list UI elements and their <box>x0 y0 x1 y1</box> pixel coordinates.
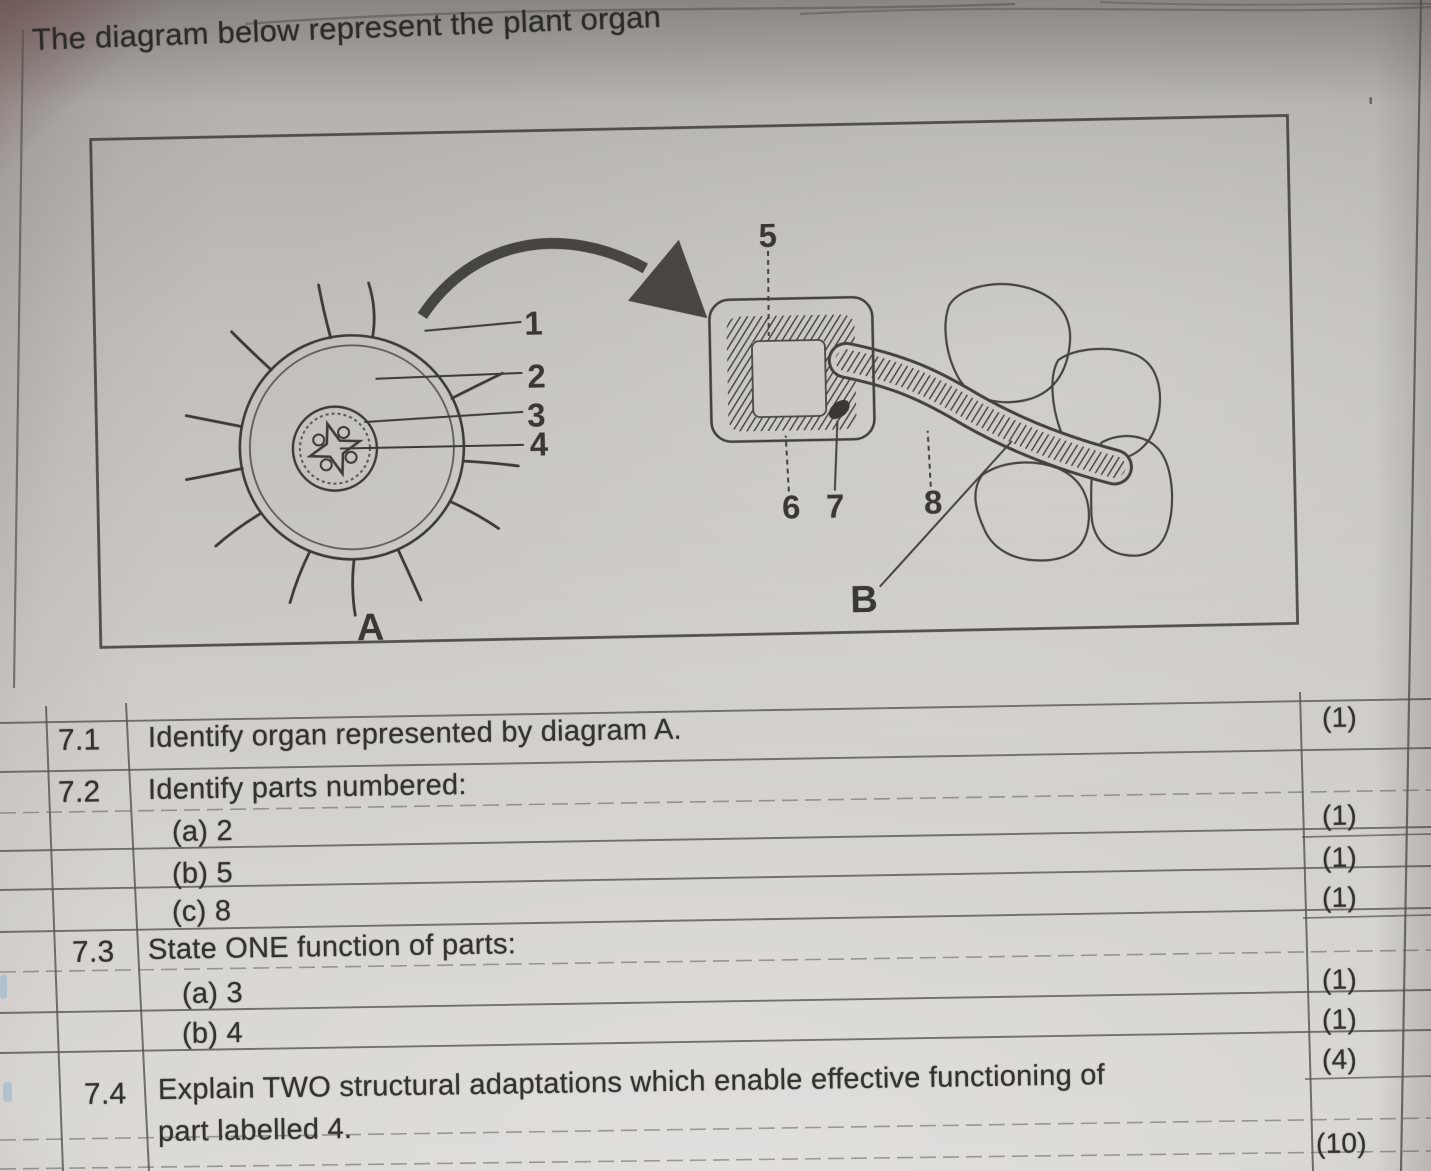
q72-number: 7.2 <box>57 775 101 809</box>
q73-text: State ONE function of parts: <box>147 928 517 966</box>
root-hair-shaft <box>827 341 1133 486</box>
nucleus <box>828 399 850 420</box>
label-1: 1 <box>524 304 543 341</box>
q73b-text: (b) 4 <box>181 1017 244 1050</box>
soil-particles <box>944 283 1174 562</box>
cell-wall <box>708 295 876 443</box>
q72-text: Identify parts numbered: <box>147 768 467 806</box>
total-mark: (10) <box>1315 1127 1368 1159</box>
q72a-mark: (1) <box>1321 799 1358 831</box>
q73a-text: (a) 3 <box>181 977 244 1010</box>
q73b-mark: (1) <box>1321 1003 1358 1035</box>
pointer-lines-a <box>339 320 524 450</box>
label-6: 6 <box>782 488 801 525</box>
q72a-text: (a) 2 <box>171 815 234 848</box>
label-3: 3 <box>527 396 546 433</box>
q72c-text: (c) 8 <box>171 895 232 928</box>
q74-number: 7.4 <box>83 1077 127 1111</box>
label-4: 4 <box>529 425 549 462</box>
label-2: 2 <box>527 357 546 394</box>
diagram-frame <box>89 114 1300 649</box>
diagram-panel: 1 2 3 4 A <box>89 114 1300 650</box>
label-b: B <box>850 579 878 622</box>
q72b-text: (b) 5 <box>171 857 234 890</box>
vacuole <box>751 339 828 419</box>
label-5: 5 <box>758 217 777 254</box>
q74-text-line2: part labelled 4. <box>157 1112 353 1148</box>
cytoplasm <box>726 314 857 432</box>
label-7: 7 <box>826 487 845 524</box>
paper-edge-speck <box>0 975 7 999</box>
paper-edge-speck <box>3 1082 12 1102</box>
label-a: A <box>356 607 384 650</box>
root-hairs <box>184 281 520 617</box>
q73-number: 7.3 <box>71 935 115 969</box>
pointer-lines-b <box>767 250 1013 588</box>
diagram-a-root-section <box>184 281 524 617</box>
q72b-mark: (1) <box>1321 841 1358 873</box>
magnify-arrow <box>417 237 708 319</box>
q71-mark: (1) <box>1321 701 1358 733</box>
q72c-mark: (1) <box>1321 881 1358 913</box>
label-8: 8 <box>924 483 943 520</box>
diagram-b-root-hair-cell <box>708 250 1174 588</box>
stray-mark: ' <box>1367 91 1375 125</box>
q71-number: 7.1 <box>57 723 101 757</box>
q74-mark: (4) <box>1321 1043 1358 1075</box>
q73a-mark: (1) <box>1321 963 1358 995</box>
xylem-star <box>306 419 364 478</box>
